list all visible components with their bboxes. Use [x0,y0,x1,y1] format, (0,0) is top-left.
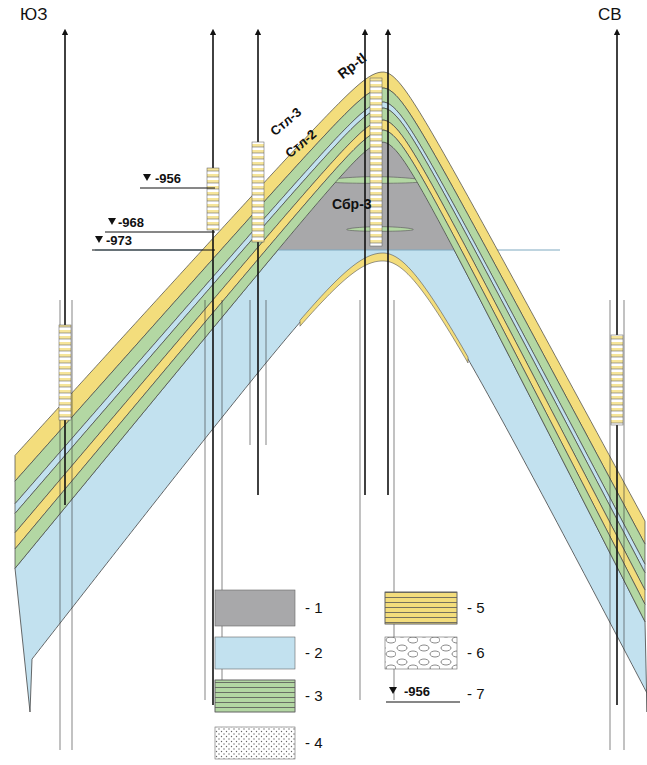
depth-line [105,232,215,233]
direction-label: ЮЗ [20,6,47,23]
legend-swatch [385,592,457,624]
depth-label: -956 [404,685,430,698]
direction-label: СВ [598,6,622,23]
legend-label: - 1 [305,600,323,615]
legend-label: - 6 [467,645,485,660]
legend-label: - 5 [467,600,485,615]
depth-triangle [108,218,116,225]
well-log [252,142,264,242]
well-log [59,325,71,420]
well-sidetrack [610,300,611,750]
well-trajectory [364,32,366,495]
well-trajectory [387,32,389,495]
depth-triangle [143,174,151,181]
well-sidetrack [205,300,206,700]
layer-label: Сбр-3 [332,197,372,211]
legend-label: - 4 [305,735,323,750]
legend-swatch [215,637,295,669]
layer-label: Rp-tl [335,50,369,81]
well-sidetrack [624,300,625,750]
legend-pattern [215,680,295,712]
legend-label: - 7 [467,686,485,701]
well-trajectory [257,32,259,495]
rock-layer [15,130,645,622]
well-sidetrack [360,300,361,700]
layer-label: Стл-3 [268,105,303,138]
well-log [370,78,382,246]
depth-triangle [389,687,397,694]
legend-swatch [215,680,295,712]
well-sidetrack [72,300,73,750]
depth-line [92,250,215,251]
legend-pattern [215,727,295,759]
depth-line [386,701,460,702]
well-sidetrack [266,300,267,445]
depth-label: -968 [118,216,144,229]
legend-label: - 2 [305,645,323,660]
well-trajectory [64,32,66,505]
depth-line [140,188,215,189]
well-sidetrack [250,300,251,445]
legend-pattern [385,592,457,624]
depth-triangle [95,236,103,243]
depth-label: -973 [106,234,132,247]
legend-pattern [385,637,457,669]
legend-swatch [215,590,295,626]
well-trajectory [212,32,214,705]
rock-layer [15,120,645,604]
depth-label: -956 [155,172,181,185]
well-log [207,168,219,230]
well-log [611,335,623,425]
sand-lens [300,253,468,363]
legend-label: - 3 [305,688,323,703]
